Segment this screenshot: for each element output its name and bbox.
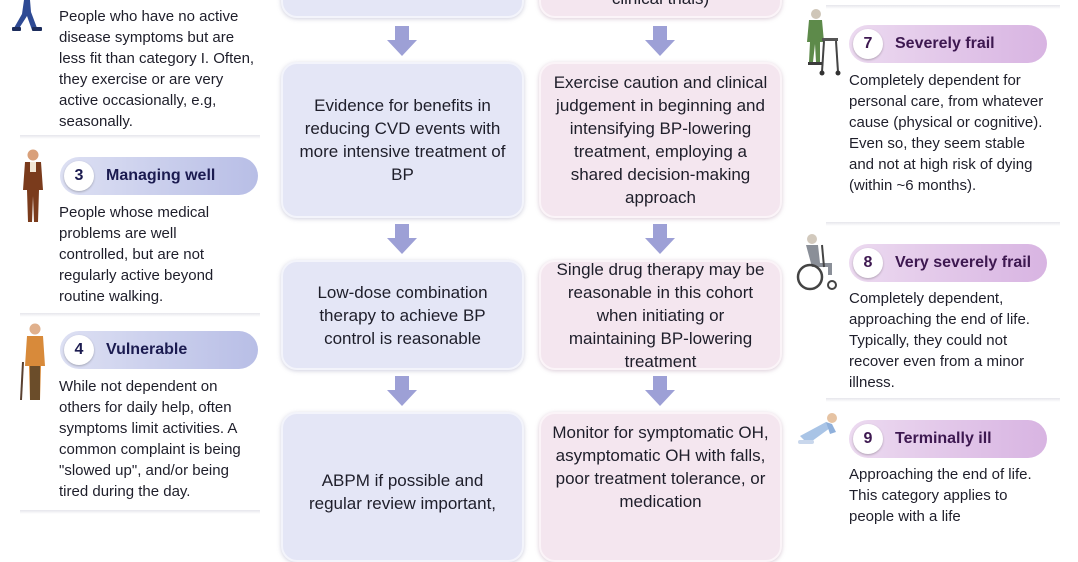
exercise-caution-text: Exercise caution and clinical judgement … (553, 73, 768, 207)
exercise-caution-box: Exercise caution and clinical judgement … (539, 62, 782, 218)
category-4-number: 4 (64, 335, 94, 365)
divider (826, 398, 1060, 402)
category-4-pill: 4 Vulnerable (60, 331, 258, 369)
low-dose-combination-box: Low-dose combination therapy to achieve … (281, 260, 524, 370)
monitor-oh-text: Monitor for symptomatic OH, asymptomatic… (552, 423, 769, 511)
category-7-number: 7 (853, 29, 883, 59)
down-arrow-icon (645, 224, 675, 254)
category-4-label: Vulnerable (106, 341, 188, 358)
elderly-person-with-walker-icon (807, 9, 841, 76)
category-2-description: People who have no active disease sympto… (59, 8, 255, 130)
divider (20, 135, 260, 139)
down-arrow-icon (645, 26, 675, 56)
down-arrow-icon (645, 376, 675, 406)
category-8-label: Very severely frail (895, 254, 1032, 271)
standing-man-icon (23, 149, 43, 222)
category-8-description: Completely dependent, approaching the en… (849, 290, 1030, 391)
category-4-description: While not dependent on others for daily … (59, 378, 241, 500)
category-3-description: People whose medical problems are well c… (59, 204, 214, 305)
category-7-description: Completely dependent for personal care, … (849, 72, 1044, 194)
category-9-number: 9 (853, 424, 883, 454)
elderly-man-with-cane-icon (20, 323, 45, 401)
top-pink-box-text: clinical trials) (612, 0, 709, 10)
top-pink-box: clinical trials) (539, 0, 782, 18)
divider (826, 222, 1060, 226)
single-drug-therapy-text: Single drug therapy may be reasonable in… (556, 259, 765, 371)
monitor-oh-box: Monitor for symptomatic OH, asymptomatic… (539, 412, 782, 562)
category-3-pill: 3 Managing well (60, 157, 258, 195)
category-9-description: Approaching the end of life. This catego… (849, 466, 1032, 525)
down-arrow-icon (387, 26, 417, 56)
divider (20, 510, 260, 514)
category-7-label: Severely frail (895, 35, 995, 52)
wheelchair-user-icon (796, 234, 837, 291)
single-drug-therapy-box: Single drug therapy may be reasonable in… (539, 259, 782, 371)
divider (826, 5, 1060, 9)
abpm-review-text: ABPM if possible and regular review impo… (308, 471, 497, 513)
category-3-label: Managing well (106, 167, 216, 184)
down-arrow-icon (387, 376, 417, 406)
top-blue-box (281, 0, 524, 18)
walking-person-icon (12, 0, 42, 31)
evidence-benefits-text: Evidence for benefits in reducing CVD ev… (299, 96, 506, 184)
down-arrow-icon (387, 224, 417, 254)
category-9-label: Terminally ill (895, 430, 992, 447)
reclining-person-icon (798, 413, 837, 444)
category-9-pill: 9 Terminally ill (849, 420, 1047, 458)
category-8-number: 8 (853, 248, 883, 278)
evidence-benefits-box: Evidence for benefits in reducing CVD ev… (281, 62, 524, 218)
abpm-review-box: ABPM if possible and regular review impo… (281, 412, 524, 562)
category-3-number: 3 (64, 161, 94, 191)
category-8-pill: 8 Very severely frail (849, 244, 1047, 282)
divider (20, 313, 260, 317)
low-dose-combination-text: Low-dose combination therapy to achieve … (317, 282, 488, 348)
category-7-pill: 7 Severely frail (849, 25, 1047, 63)
